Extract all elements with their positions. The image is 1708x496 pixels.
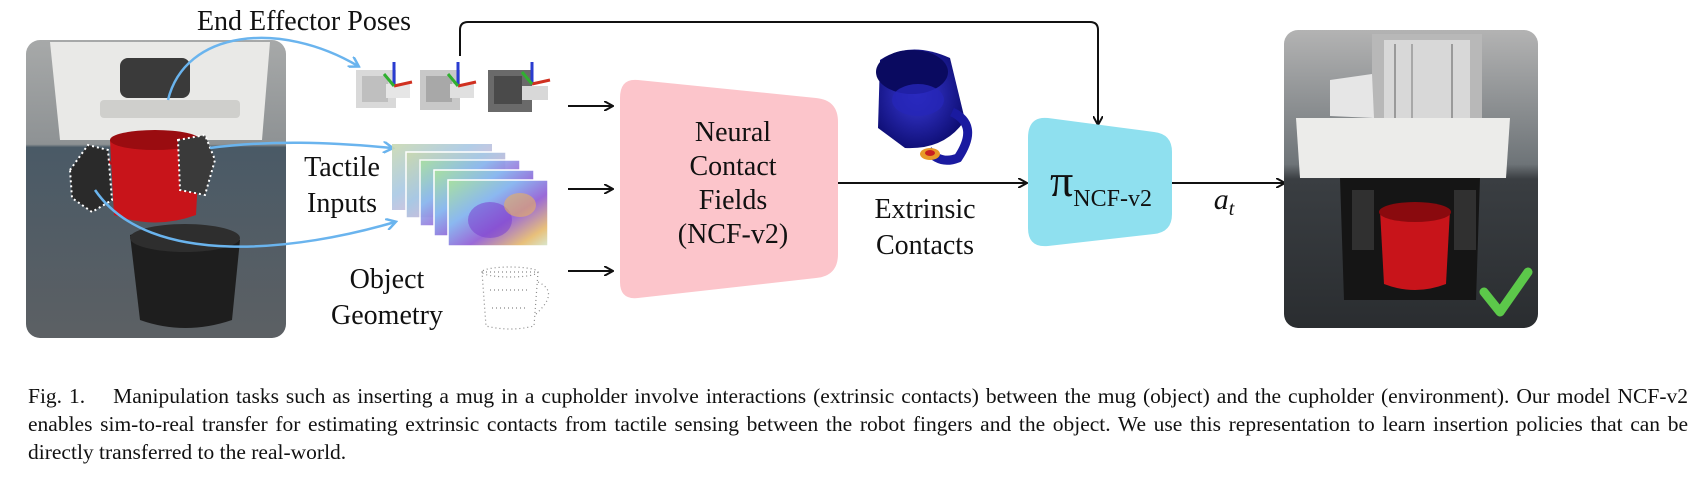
poses-to-policy-arrow	[459, 21, 1098, 124]
action-label: at	[1213, 183, 1235, 220]
figure: End Effector Poses Tactile Inputs Object…	[26, 6, 1538, 338]
photo-to-inputs-arrows	[93, 36, 395, 248]
extrinsic-contacts-label: Extrinsic Contacts	[874, 194, 976, 261]
caption-text: Manipulation tasks such as inserting a m…	[28, 384, 1688, 464]
ncf-label: Neural Contact Fields (NCF-v2)	[677, 117, 789, 250]
policy-block	[1028, 117, 1172, 247]
result-photo	[1284, 30, 1538, 328]
object-geometry-pointcloud	[481, 266, 550, 330]
ncf-block	[620, 79, 838, 299]
end-effector-poses	[356, 62, 551, 112]
figure-caption: Fig. 1. Manipulation tasks such as inser…	[28, 382, 1688, 466]
extrinsic-contacts-render	[876, 49, 972, 165]
end-effector-label: End Effector Poses	[196, 6, 412, 37]
input-photo	[26, 40, 286, 338]
caption-label: Fig. 1.	[28, 384, 86, 408]
object-geometry-label: Object Geometry	[331, 264, 443, 331]
tactile-images	[392, 144, 549, 247]
figure-diagram	[26, 21, 1538, 338]
inputs-to-ncf-arrows	[568, 106, 612, 271]
tactile-label: Tactile Inputs	[304, 152, 380, 219]
policy-label: πNCF-v2	[1050, 155, 1152, 213]
success-check-icon	[1479, 267, 1533, 317]
